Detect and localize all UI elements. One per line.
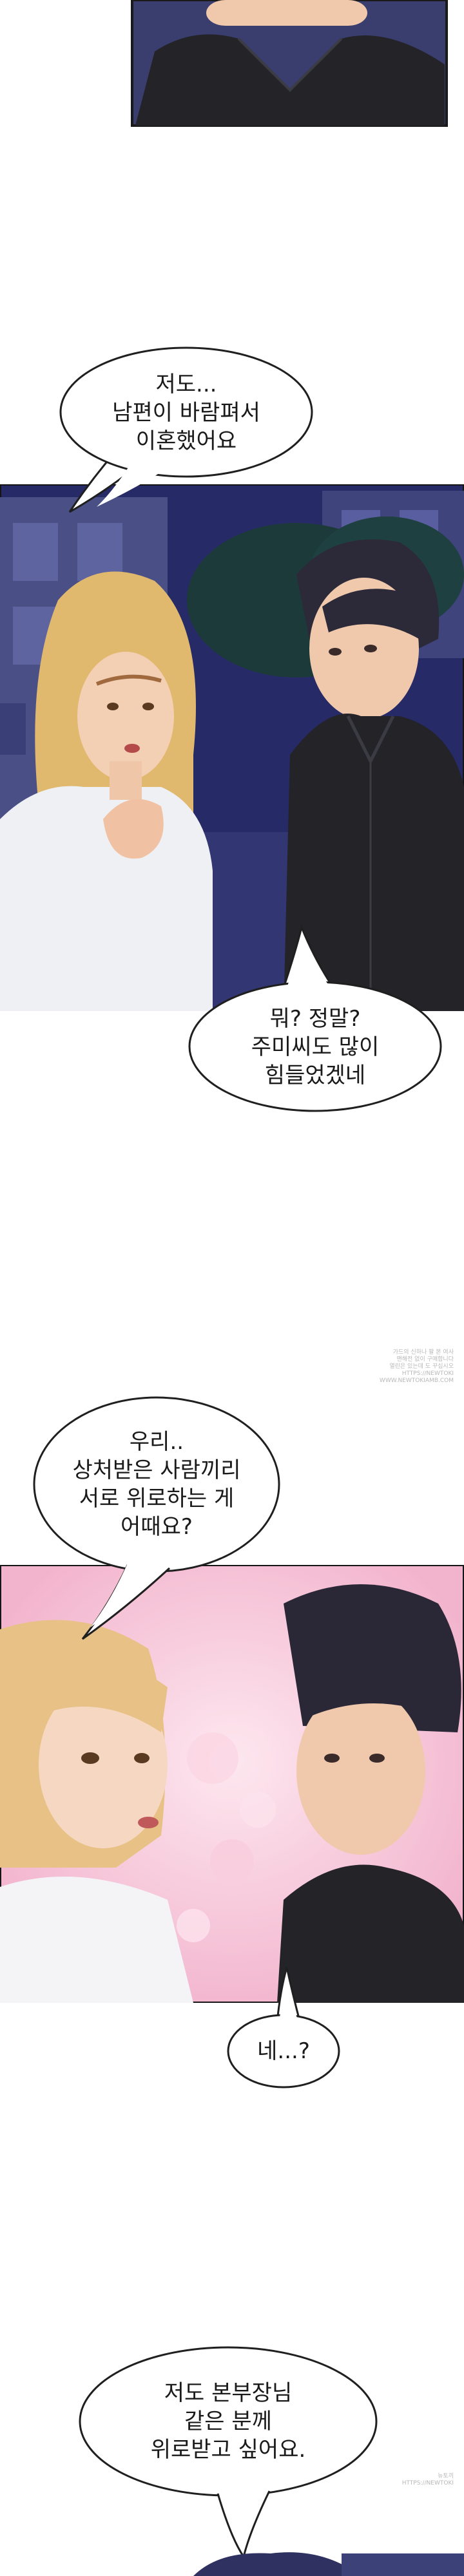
speech-bubble-3: 우리.. 상처받은 사람끼리 서로 위로하는 게 어때요? <box>31 1394 282 1640</box>
speech-bubble-4-text: 네...? <box>226 2019 342 2083</box>
bubble-line: 저도... <box>155 371 217 397</box>
watermark-1: 가드의 신하나 팔 본 여사 맨해전 없이 구매합니다 열린은 있는데 도 꾸십… <box>380 1349 454 1385</box>
speech-bubble-1: 저도... 남편이 바람펴서 이혼했어요 <box>57 345 316 513</box>
watermark-line: HTTPS://NEWTOKI <box>401 2480 454 2486</box>
panel-bottom-fragment <box>0 2547 464 2576</box>
speech-bubble-2: 뭐? 정말? 주미씨도 많이 힘들었겠네 <box>186 924 445 1114</box>
bubble-line: 이혼했어요 <box>135 428 237 454</box>
bubble-line: 상처받은 사람끼리 <box>72 1457 241 1483</box>
watermark-2: 뉴토끼 HTTPS://NEWTOKI <box>402 2473 454 2487</box>
speech-bubble-5: 저도 본부장님 같은 분께 위로받고 싶어요. <box>76 2344 380 2559</box>
speech-bubble-1-text: 저도... 남편이 바람펴서 이혼했어요 <box>57 356 316 469</box>
bubble-line: 어때요? <box>121 1514 193 1540</box>
bubble-line: 같은 분께 <box>184 2409 272 2434</box>
speech-bubble-5-text: 저도 본부장님 같은 분께 위로받고 싶어요. <box>76 2357 380 2486</box>
bubble-line: 남편이 바람펴서 <box>112 399 260 426</box>
bubble-line: 주미씨도 많이 <box>251 1034 380 1060</box>
bubble-line: 네...? <box>257 2038 310 2064</box>
panel-top-fragment <box>0 0 464 129</box>
watermark-line: WWW.NEWTOKIAMB.COM <box>379 1378 454 1384</box>
panel-night-confession <box>0 484 464 1011</box>
watermark-line: 열린은 있는데 도 꾸십시오 <box>389 1363 454 1370</box>
panel-pink-closeup <box>0 1565 464 2003</box>
watermark-line: 뉴토끼 <box>438 2473 454 2479</box>
speech-bubble-2-text: 뭐? 정말? 주미씨도 많이 힘들었겠네 <box>186 990 445 1103</box>
bubble-line: 위로받고 싶어요. <box>150 2437 306 2463</box>
bubble-line: 서로 위로하는 게 <box>79 1486 235 1511</box>
bubble-line: 힘들었겠네 <box>264 1062 366 1088</box>
bubble-line: 저도 본부장님 <box>164 2380 293 2406</box>
speech-bubble-4: 네...? <box>226 1967 342 2090</box>
watermark-line: 가드의 신하나 팔 본 여사 <box>392 1349 454 1356</box>
watermark-line: HTTPS://NEWTOKI <box>401 1370 454 1377</box>
bubble-line: 뭐? 정말? <box>269 1005 361 1032</box>
bubble-line: 우리.. <box>129 1429 184 1455</box>
watermark-line: 맨해전 없이 구매합니다 <box>396 1356 454 1363</box>
speech-bubble-3-text: 우리.. 상처받은 사람끼리 서로 위로하는 게 어때요? <box>31 1420 282 1549</box>
